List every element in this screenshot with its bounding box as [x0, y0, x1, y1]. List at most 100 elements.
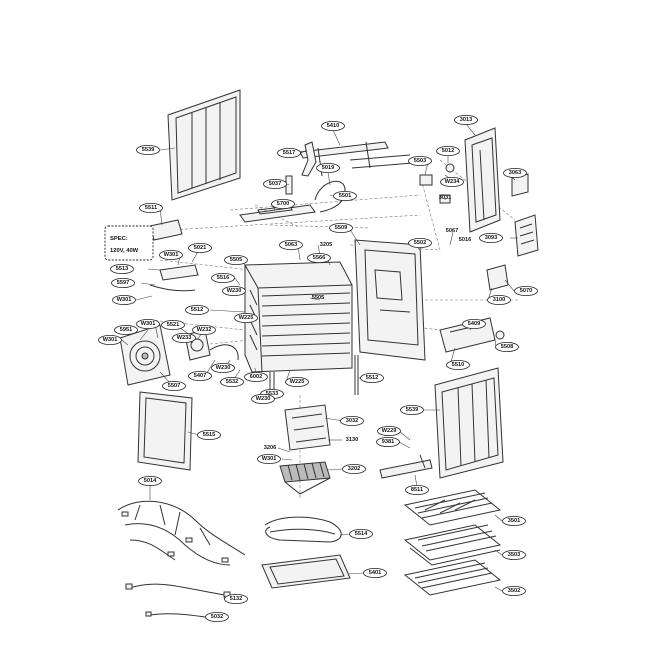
callout-5508: 5508 [495, 341, 519, 352]
part-3501-rack [403, 489, 502, 526]
callout-5505-a: 5505 [224, 254, 248, 265]
svg-text:3093: 3093 [485, 235, 497, 241]
part-3013-right-panel [464, 127, 501, 233]
svg-text:5700: 5700 [277, 201, 289, 207]
svg-text:5501: 5501 [339, 193, 351, 199]
svg-text:5514: 5514 [355, 531, 368, 537]
callout-W233: W233 [172, 332, 196, 343]
callout-5410: 5410 [321, 121, 345, 132]
part-5032-wire [145, 611, 206, 618]
svg-text:3501: 3501 [508, 518, 520, 524]
callout-5501: 5501 [333, 190, 357, 201]
svg-text:5512: 5512 [191, 307, 203, 313]
callout-3013: 3013 [454, 115, 478, 126]
svg-text:5037: 5037 [269, 181, 281, 187]
part-5515-gasket [137, 391, 193, 471]
callout-W225-a: W225 [234, 312, 258, 323]
callout-5507: 5507 [162, 380, 186, 391]
callout-5511: 5511 [139, 202, 163, 213]
part-5401-drip-pan [261, 554, 351, 589]
callout-W232: W232 [192, 324, 216, 335]
svg-text:5409: 5409 [468, 321, 480, 327]
part-5410-top-bar [299, 141, 413, 177]
callout-5019: 5019 [316, 162, 340, 173]
svg-text:5014: 5014 [144, 478, 157, 484]
svg-text:3031: 3031 [439, 195, 451, 201]
part-oven-cavity [244, 261, 353, 373]
callout-5132: 5132 [224, 594, 248, 605]
svg-text:6002: 6002 [250, 374, 262, 380]
callout-W230-b: W230 [211, 362, 235, 373]
callout-W225-b: W225 [285, 376, 309, 387]
svg-text:W301: W301 [164, 252, 179, 258]
svg-text:5566: 5566 [313, 255, 325, 261]
svg-text:5511: 5511 [145, 205, 157, 211]
svg-text:5012: 5012 [442, 148, 454, 154]
svg-text:5407: 5407 [194, 373, 206, 379]
callout-5510: 5510 [446, 359, 470, 370]
callout-W301-c: W301 [136, 318, 160, 329]
callout-5014: 5014 [138, 475, 162, 486]
svg-text:3100: 3100 [493, 297, 505, 303]
svg-text:W301: W301 [103, 337, 118, 343]
svg-text:5521: 5521 [167, 322, 179, 328]
svg-text:5597: 5597 [117, 280, 129, 286]
part-5951-fan-cover [119, 324, 171, 386]
callouts: 5539 5410 3013 5517 5019 5503 5012 3063 … [98, 115, 538, 623]
callout-5539-upper: 5539 [136, 144, 160, 155]
callout-5012: 5012 [436, 145, 460, 156]
svg-text:5132: 5132 [230, 596, 242, 602]
callout-W234: W234 [440, 176, 464, 187]
callout-5505-b: 5505 [312, 295, 324, 301]
svg-text:5533: 5533 [266, 391, 278, 397]
part-5539-side-panel [434, 367, 504, 479]
svg-text:W230: W230 [216, 365, 231, 371]
svg-text:5510: 5510 [452, 362, 464, 368]
spec-box: SPEC: 120V, 40W [104, 225, 154, 261]
callout-W301-e: W301 [257, 453, 281, 464]
callout-9381: 9381 [376, 436, 400, 447]
svg-text:3032: 3032 [346, 418, 358, 424]
callout-5951: 5951 [114, 324, 138, 335]
callout-5037: 5037 [263, 178, 287, 189]
part-5514-bake-element [264, 516, 342, 543]
svg-text:5516: 5516 [217, 275, 229, 281]
part-5132-wire [125, 583, 231, 598]
part-3503-rack [403, 524, 502, 566]
callout-5512-b: 5512 [360, 372, 384, 383]
svg-text:5067: 5067 [446, 228, 458, 234]
callout-3503: 3503 [502, 550, 526, 561]
callout-5509: 5509 [329, 222, 353, 233]
part-5539-upper-panel [167, 89, 241, 201]
svg-text:3205: 3205 [320, 242, 332, 248]
callout-5016: 5016 [459, 237, 471, 243]
part-5407-element [209, 344, 239, 361]
callout-W301-b: W301 [112, 294, 136, 305]
callout-3063: 3063 [503, 167, 527, 178]
svg-text:8511: 8511 [411, 487, 423, 493]
part-5513-bracket [149, 264, 199, 292]
callout-5517: 5517 [277, 147, 301, 158]
svg-text:5539: 5539 [142, 147, 154, 153]
callout-3205: 3205 [320, 242, 332, 248]
callout-5516: 5516 [211, 272, 235, 283]
callout-5067: 5067 [446, 228, 458, 234]
callout-5521: 5521 [161, 319, 185, 330]
callout-5512-a: 5512 [185, 304, 209, 315]
callout-5063: 5063 [279, 239, 303, 250]
callout-5515: 5515 [197, 429, 221, 440]
callout-6002: 6002 [244, 371, 268, 382]
callout-5502: 5502 [408, 237, 432, 248]
callout-5407: 5407 [188, 370, 212, 381]
callout-5021: 5021 [188, 242, 212, 253]
callout-3501: 3501 [502, 516, 526, 527]
part-3100-box [486, 264, 509, 291]
svg-text:3202: 3202 [348, 466, 360, 472]
svg-text:3063: 3063 [509, 170, 521, 176]
callout-3502: 3502 [502, 586, 526, 597]
spec-line-2: 120V, 40W [110, 248, 139, 254]
callout-5513: 5513 [110, 263, 134, 274]
callout-5597: 5597 [111, 277, 135, 288]
part-3202-heater [279, 461, 331, 495]
svg-text:5502: 5502 [414, 240, 426, 246]
